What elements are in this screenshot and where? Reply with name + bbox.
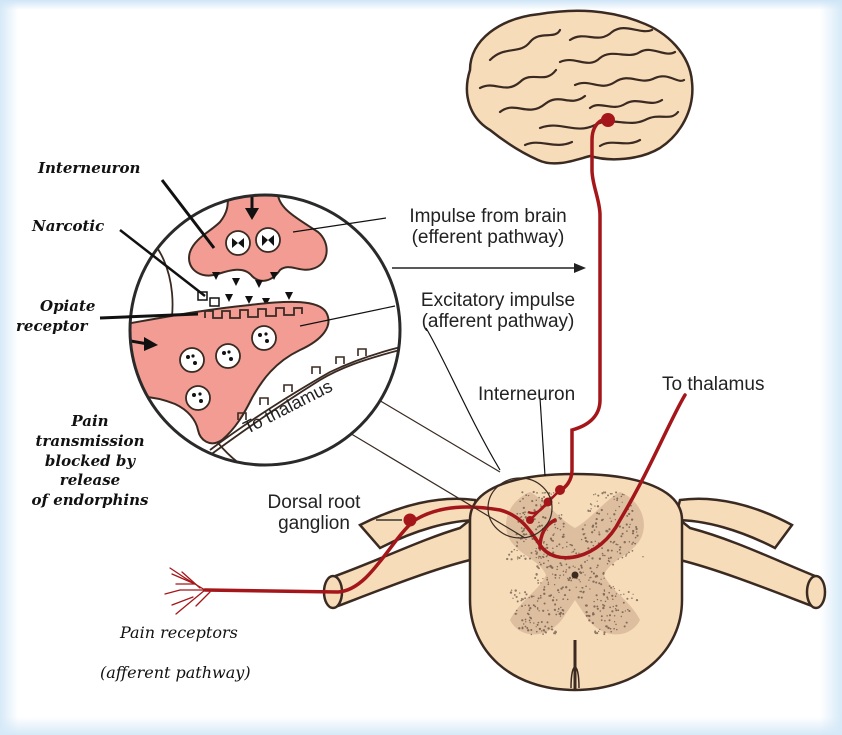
pain-blocked-label: Pain transmission blocked by release of …	[0, 412, 180, 511]
pain-blocked-line1: Pain	[0, 412, 180, 432]
to-thalamus-cord-label: To thalamus	[662, 374, 764, 395]
brain	[467, 11, 692, 164]
impulse-from-brain-line1: Impulse from brain	[388, 206, 588, 227]
impulse-from-brain-line2: (efferent pathway)	[388, 227, 588, 248]
excitatory-impulse-label: Excitatory impulse (afferent pathway)	[398, 290, 598, 333]
pain-blocked-line2: transmission	[0, 432, 180, 452]
interneuron-cord-label: Interneuron	[478, 384, 575, 405]
excitatory-impulse-line1: Excitatory impulse	[398, 290, 598, 311]
excitatory-impulse-line2: (afferent pathway)	[398, 311, 598, 332]
dorsal-root-line1: Dorsal root	[246, 492, 382, 513]
spinal-cord	[324, 474, 825, 690]
pain-receptors-label: Pain receptors	[120, 624, 238, 642]
dorsal-root-line2: ganglion	[246, 513, 382, 534]
opiate-receptor-label-line1: Opiate	[40, 298, 95, 315]
dorsal-root-ganglion-label: Dorsal root ganglion	[246, 492, 382, 535]
pain-blocked-line5: of endorphins	[0, 491, 180, 511]
pain-receptor-endings	[165, 568, 210, 614]
pain-blocked-line3: blocked by	[0, 452, 180, 472]
impulse-from-brain-label: Impulse from brain (efferent pathway)	[388, 206, 588, 249]
opiate-receptor-label-line2: receptor	[16, 318, 87, 335]
pain-blocked-line4: release	[0, 471, 180, 491]
afferent-pathway-label: (afferent pathway)	[100, 664, 251, 682]
narcotic-label: Narcotic	[32, 218, 104, 235]
interneuron-inset-label: Interneuron	[38, 160, 140, 177]
